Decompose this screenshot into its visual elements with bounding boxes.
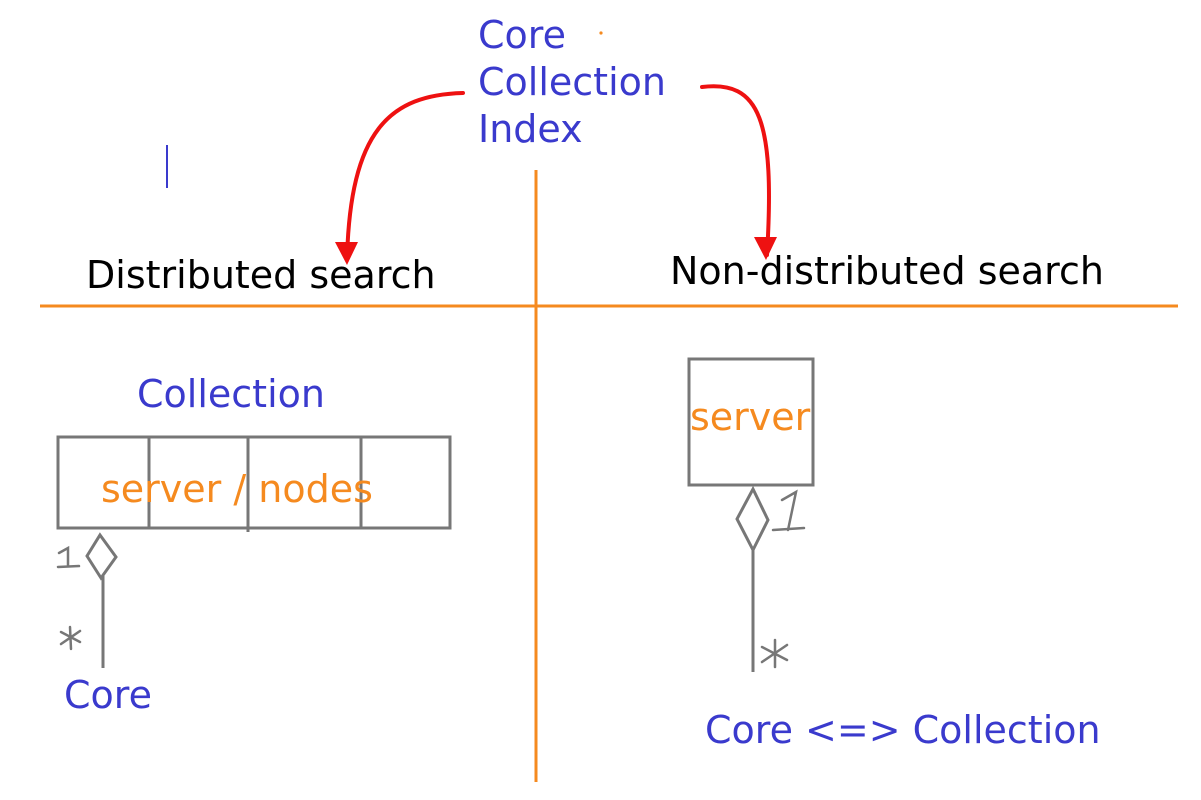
arrow-to-non-distributed bbox=[700, 84, 771, 257]
heading-non-distributed-search: Non-distributed search bbox=[670, 249, 1104, 293]
server-nodes-box bbox=[56, 435, 452, 532]
core-label: Core bbox=[64, 673, 152, 717]
right-multiplicity-one-mark bbox=[771, 489, 806, 532]
server-label: server bbox=[690, 395, 811, 439]
heading-distributed-search: Distributed search bbox=[86, 253, 436, 297]
arrow-head-left bbox=[335, 242, 358, 265]
server-box bbox=[687, 357, 815, 487]
arrow-head-right bbox=[754, 237, 777, 260]
left-aggregation-diamond bbox=[85, 532, 118, 581]
term-collection: Collection bbox=[478, 60, 666, 104]
arrow-to-distributed bbox=[345, 91, 465, 262]
core-equals-collection-label: Core <=> Collection bbox=[705, 708, 1101, 752]
left-multiplicity-many-mark bbox=[59, 625, 82, 651]
term-index: Index bbox=[478, 107, 583, 151]
server-nodes-label: server / nodes bbox=[101, 467, 373, 511]
stray-orange-dot bbox=[599, 31, 603, 35]
right-aggregation-diamond bbox=[735, 485, 770, 554]
right-multiplicity-many-mark bbox=[760, 638, 789, 669]
term-core: Core bbox=[478, 13, 566, 57]
collection-label: Collection bbox=[137, 372, 325, 416]
left-multiplicity-one-mark bbox=[56, 545, 81, 569]
